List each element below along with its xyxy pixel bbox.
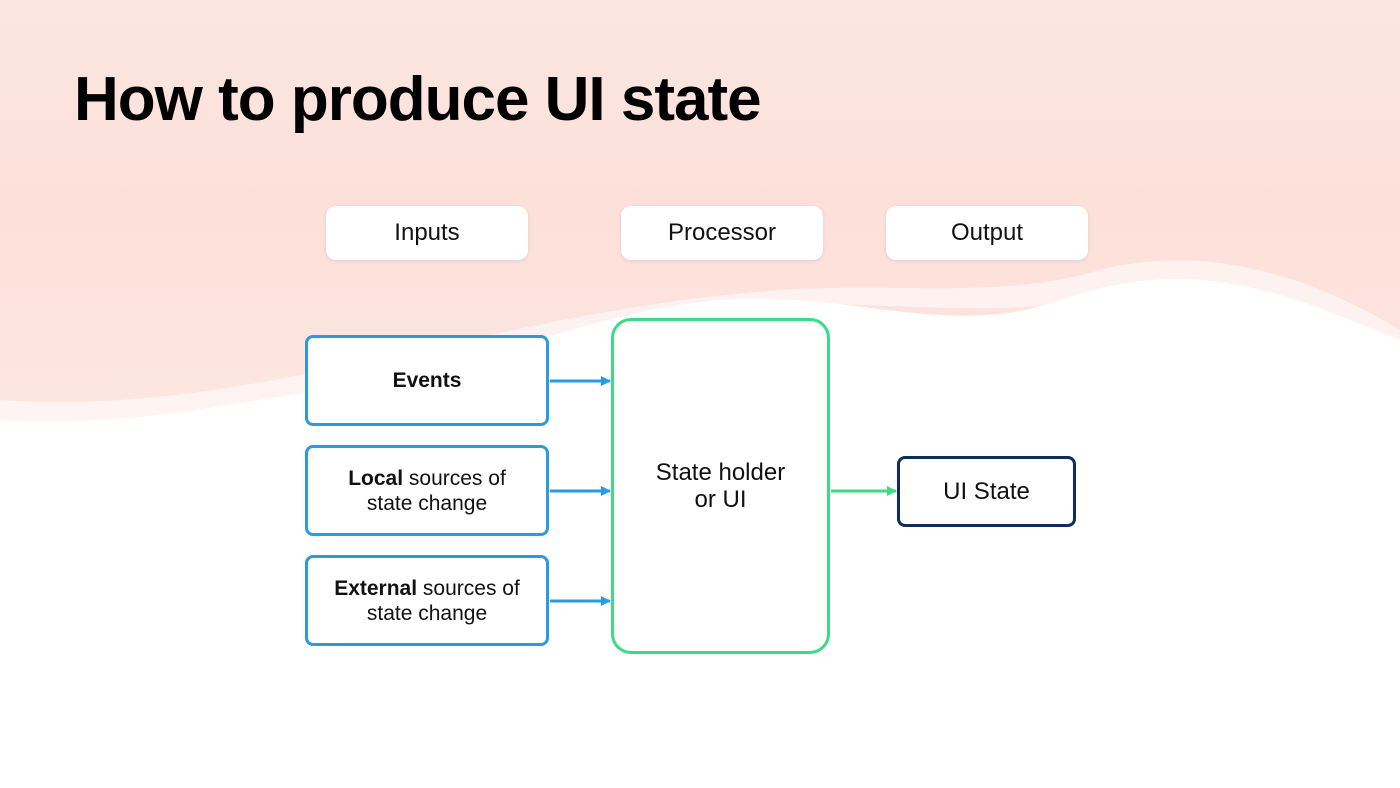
processor-text: State holder or UI bbox=[656, 459, 785, 513]
input-external-line2: state change bbox=[366, 601, 488, 625]
slide-title: How to produce UI state bbox=[74, 65, 762, 134]
input-external-sources-text: External sources of state change bbox=[334, 576, 520, 626]
processor-line2: or UI bbox=[694, 486, 747, 513]
input-events-text: Events bbox=[393, 368, 462, 393]
column-header-processor-label: Processor bbox=[667, 219, 777, 246]
output-ui-state-box: UI State bbox=[897, 456, 1076, 527]
column-header-output-label: Output bbox=[950, 219, 1024, 246]
processor-state-holder-box: State holder or UI bbox=[611, 318, 830, 654]
input-events-box: Events bbox=[305, 335, 549, 426]
input-events-bold: Events bbox=[392, 369, 462, 392]
input-external-bold: External bbox=[334, 576, 418, 600]
input-external-sources-box: External sources of state change bbox=[305, 555, 549, 646]
column-header-inputs: Inputs bbox=[326, 206, 528, 260]
input-local-bold: Local bbox=[348, 466, 404, 490]
input-local-line2: state change bbox=[366, 491, 488, 515]
column-header-output: Output bbox=[886, 206, 1088, 260]
input-local-sources-box: Local sources of state change bbox=[305, 445, 549, 536]
column-header-inputs-label: Inputs bbox=[394, 219, 460, 246]
input-local-sources-text: Local sources of state change bbox=[348, 466, 506, 516]
input-local-rest: sources of bbox=[403, 466, 506, 490]
output-ui-state-label: UI State bbox=[943, 477, 1030, 505]
input-external-rest: sources of bbox=[417, 576, 520, 600]
column-header-processor: Processor bbox=[621, 206, 823, 260]
processor-line1: State holder bbox=[655, 459, 786, 486]
